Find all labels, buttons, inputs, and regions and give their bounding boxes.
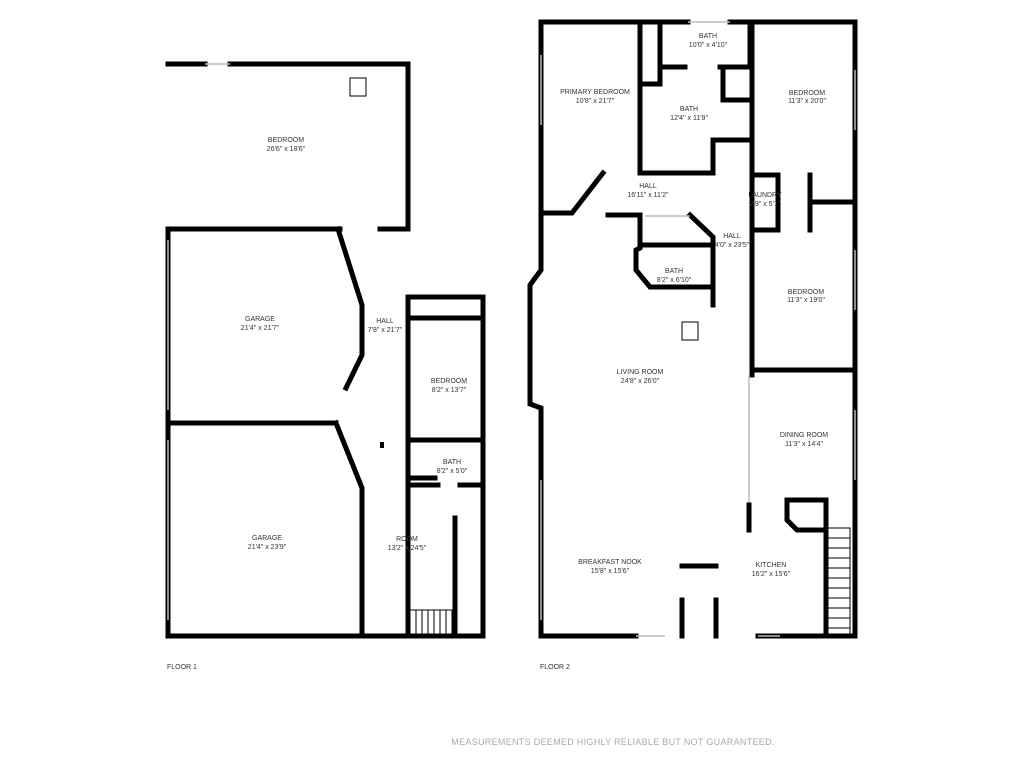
wall xyxy=(405,315,486,488)
room-label: HALL xyxy=(376,318,394,325)
room-dims: 11'3" x 20'0" xyxy=(788,98,826,105)
room-label: BEDROOM xyxy=(268,137,304,144)
floor-label: FLOOR 1 xyxy=(167,664,197,671)
floor-label: FLOOR 2 xyxy=(540,664,570,671)
wall xyxy=(542,169,607,216)
room-label: BATH xyxy=(699,33,717,40)
room-label: LIVING ROOM xyxy=(617,369,664,376)
room-label: PRIMARY BEDROOM xyxy=(560,89,630,96)
room-dims: 15'8" x 15'6" xyxy=(591,568,630,575)
wall xyxy=(637,19,753,103)
room-label: BREAKFAST NOOK xyxy=(578,559,642,566)
room-label: BEDROOM xyxy=(788,289,824,296)
room-label: BATH xyxy=(680,106,698,113)
wall xyxy=(784,497,829,639)
room-dims: 21'4" x 23'9" xyxy=(248,544,287,551)
wall xyxy=(332,225,365,639)
wall xyxy=(605,211,716,308)
room-dims: 7'8" x 21'7" xyxy=(368,327,403,334)
room-dims: 12'4" x 11'9" xyxy=(670,115,708,122)
room-dims: 8'2" x 5'0" xyxy=(437,468,468,475)
room-dims: 11'3" x 14'4" xyxy=(785,441,823,448)
room-label: GARAGE xyxy=(252,535,282,542)
wall xyxy=(165,61,486,639)
room-dims: 8'2" x 6'10" xyxy=(657,277,692,284)
stair-treads xyxy=(415,610,447,636)
room-label: ROOM xyxy=(396,536,418,543)
room-label: BATH xyxy=(443,459,461,466)
room-dims: 10'8" x 21'7" xyxy=(576,98,615,105)
room-dims: 13'2" x 24'5" xyxy=(388,545,427,552)
room-label: HALL xyxy=(723,233,741,240)
fixture xyxy=(681,321,699,341)
fixture xyxy=(380,442,384,448)
room-label: BATH xyxy=(665,268,683,275)
disclaimer: MEASUREMENTS DEEMED HIGHLY RELIABLE BUT … xyxy=(451,737,774,747)
fixture xyxy=(349,77,367,97)
room-label: BEDROOM xyxy=(431,378,467,385)
room-label: BEDROOM xyxy=(789,90,825,97)
stair-treads xyxy=(826,537,850,629)
stairs xyxy=(409,609,453,637)
wall xyxy=(637,81,755,176)
window xyxy=(540,21,856,637)
wall xyxy=(679,563,719,639)
room-dims: 16'11" x 11'2" xyxy=(627,192,669,199)
room-dims: 21'4" x 21'7" xyxy=(241,325,280,332)
wall xyxy=(750,172,858,233)
stairs xyxy=(825,527,851,637)
room-dims: 24'8" x 26'0" xyxy=(621,378,660,385)
room-dims: 8'2" x 13'7" xyxy=(432,387,467,394)
room-label: HALL xyxy=(639,183,657,190)
room-label: DINING ROOM xyxy=(780,432,828,439)
room-label: GARAGE xyxy=(245,316,275,323)
wall xyxy=(527,19,858,639)
floor-1-plan: BEDROOM 26'6" x 18'6" GARAGE 21'4" x 21'… xyxy=(165,61,486,671)
room-dims: 10'0" x 4'10" xyxy=(689,42,728,49)
room-dims: 16'2" x 15'6" xyxy=(752,571,791,578)
room-label: KITCHEN xyxy=(756,562,787,569)
window xyxy=(167,63,230,620)
room-dims: 2'9" x 5'1" xyxy=(750,201,781,208)
room-dims: 26'6" x 18'6" xyxy=(267,146,306,153)
room-dims: 11'3" x 19'0" xyxy=(787,297,825,304)
floor-2-plan: BATH 10'0" x 4'10" PRIMARY BEDROOM 10'8"… xyxy=(527,19,858,671)
room-dims: 4'0" x 23'5" xyxy=(715,242,750,249)
room-label: LAUNDRY xyxy=(748,192,782,199)
